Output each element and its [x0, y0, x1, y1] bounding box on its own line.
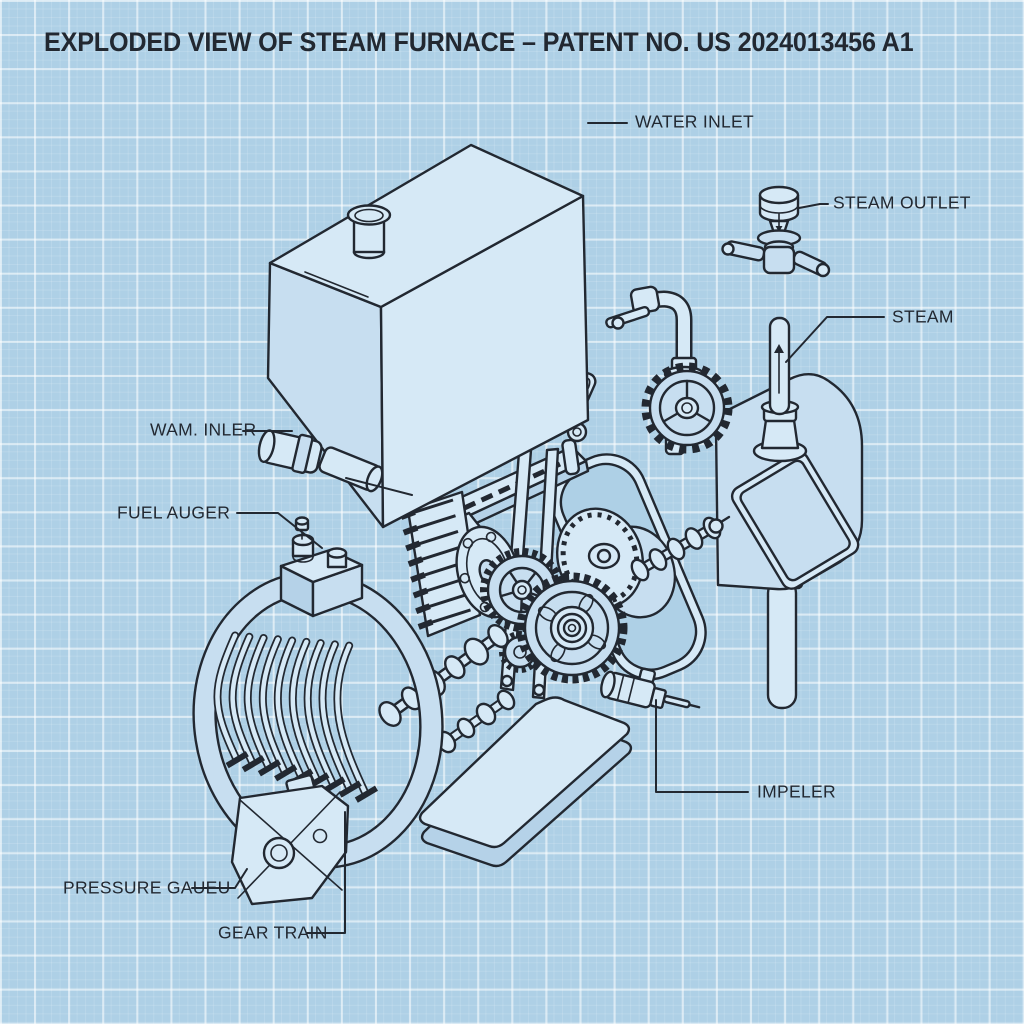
steam-outlet-valve [721, 185, 831, 278]
label-water-inlet: WATER INLET [635, 111, 754, 132]
label-fuel-auger: FUEL AUGER [117, 502, 231, 523]
filler-neck [346, 204, 392, 260]
worm-shaft [630, 515, 731, 582]
water-tank [266, 143, 590, 529]
water-inlet-fitting [257, 429, 413, 496]
handwheel-valve [641, 362, 733, 456]
steam-pipe [768, 316, 791, 416]
camshaft-upper [378, 624, 509, 727]
base-plate [418, 696, 633, 868]
elbow-pipe [605, 285, 705, 383]
label-steam: STEAM [892, 306, 954, 327]
label-impeler: IMPELER [757, 781, 836, 802]
drawing-title: EXPLODED VIEW OF STEAM FURNACE – PATENT … [44, 27, 914, 57]
fuel-auger-mount [279, 516, 364, 618]
leader-lines [191, 122, 885, 934]
fin-ring-housing [192, 571, 444, 869]
furnace-body [714, 373, 864, 710]
label-pressure-gaueu: PRESSURE GAUEU [63, 877, 231, 898]
heat-fins [213, 631, 379, 803]
furnace-panel [730, 451, 860, 590]
impeller-part [600, 667, 701, 710]
gear-train-assembly [480, 548, 628, 684]
label-gear-train: GEAR TRAIN [218, 922, 328, 943]
label-wam-inler: WAM. INLER [150, 419, 257, 440]
pressure-gauge-bracket [230, 774, 350, 906]
label-steam-outlet: STEAM OUTLET [833, 192, 971, 213]
